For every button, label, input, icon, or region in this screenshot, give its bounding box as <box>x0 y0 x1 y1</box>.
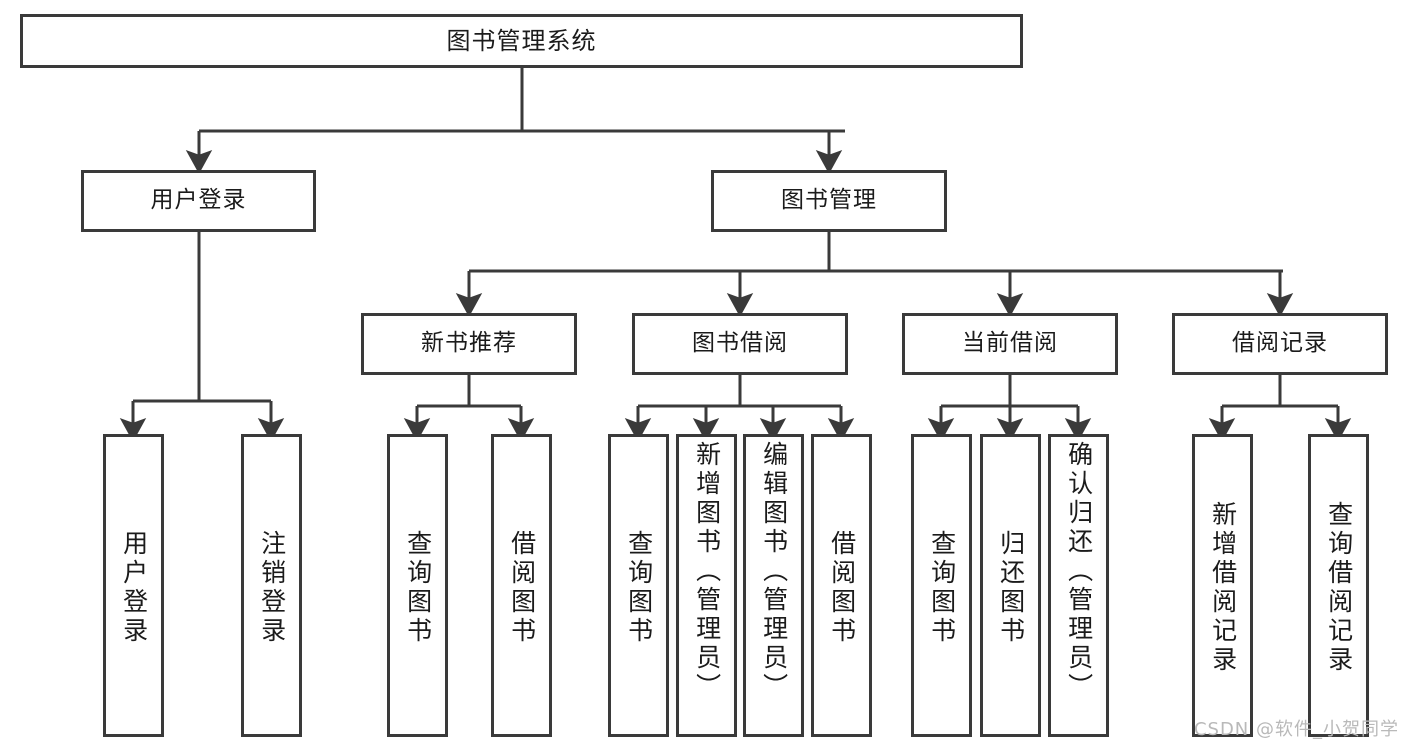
node-leaf-currentborrow-confirm-return-admin[interactable]: 确认归还（管理员） <box>1048 434 1109 737</box>
node-label: 新增图书（管理员） <box>692 441 722 702</box>
node-label: 借阅图书 <box>507 529 537 646</box>
node-book-borrow[interactable]: 图书借阅 <box>632 313 848 375</box>
node-label: 新增借阅记录 <box>1208 500 1238 675</box>
node-leaf-borrowrecord-query-record[interactable]: 查询借阅记录 <box>1308 434 1369 737</box>
node-label: 编辑图书（管理员） <box>759 441 789 702</box>
node-label: 查询图书 <box>403 529 433 646</box>
node-leaf-newbook-query-book[interactable]: 查询图书 <box>387 434 448 737</box>
node-leaf-bookborrow-borrow-book[interactable]: 借阅图书 <box>811 434 872 737</box>
node-label: 用户登录 <box>119 529 149 646</box>
node-leaf-bookborrow-query-book[interactable]: 查询图书 <box>608 434 669 737</box>
node-current-borrow[interactable]: 当前借阅 <box>902 313 1118 375</box>
node-leaf-currentborrow-return-book[interactable]: 归还图书 <box>980 434 1041 737</box>
node-label: 图书借阅 <box>692 330 788 357</box>
node-leaf-bookborrow-add-book-admin[interactable]: 新增图书（管理员） <box>676 434 737 737</box>
node-leaf-user-login-login[interactable]: 用户登录 <box>103 434 164 737</box>
node-label: 查询借阅记录 <box>1324 500 1354 675</box>
node-label: 借阅图书 <box>827 529 857 646</box>
node-label: 归还图书 <box>996 529 1026 646</box>
node-label: 查询图书 <box>927 529 957 646</box>
node-new-book-recommend[interactable]: 新书推荐 <box>361 313 577 375</box>
node-leaf-currentborrow-query-book[interactable]: 查询图书 <box>911 434 972 737</box>
node-label: 注销登录 <box>257 529 287 646</box>
node-label: 图书管理系统 <box>446 26 597 55</box>
node-leaf-bookborrow-edit-book-admin[interactable]: 编辑图书（管理员） <box>743 434 804 737</box>
node-book-management[interactable]: 图书管理 <box>711 170 947 232</box>
node-label: 新书推荐 <box>421 330 517 357</box>
node-label: 借阅记录 <box>1232 330 1328 357</box>
node-label: 当前借阅 <box>962 330 1058 357</box>
node-label: 确认归还（管理员） <box>1064 441 1094 702</box>
node-label: 查询图书 <box>624 529 654 646</box>
node-leaf-borrowrecord-add-record[interactable]: 新增借阅记录 <box>1192 434 1253 737</box>
node-root-library-system[interactable]: 图书管理系统 <box>20 14 1023 68</box>
node-user-login[interactable]: 用户登录 <box>81 170 316 232</box>
node-leaf-user-login-logout[interactable]: 注销登录 <box>241 434 302 737</box>
node-label: 用户登录 <box>150 187 247 214</box>
node-borrow-record[interactable]: 借阅记录 <box>1172 313 1388 375</box>
watermark-text: CSDN @软件_小贺同学 <box>1193 719 1399 740</box>
node-leaf-newbook-borrow-book[interactable]: 借阅图书 <box>491 434 552 737</box>
node-label: 图书管理 <box>781 187 877 214</box>
